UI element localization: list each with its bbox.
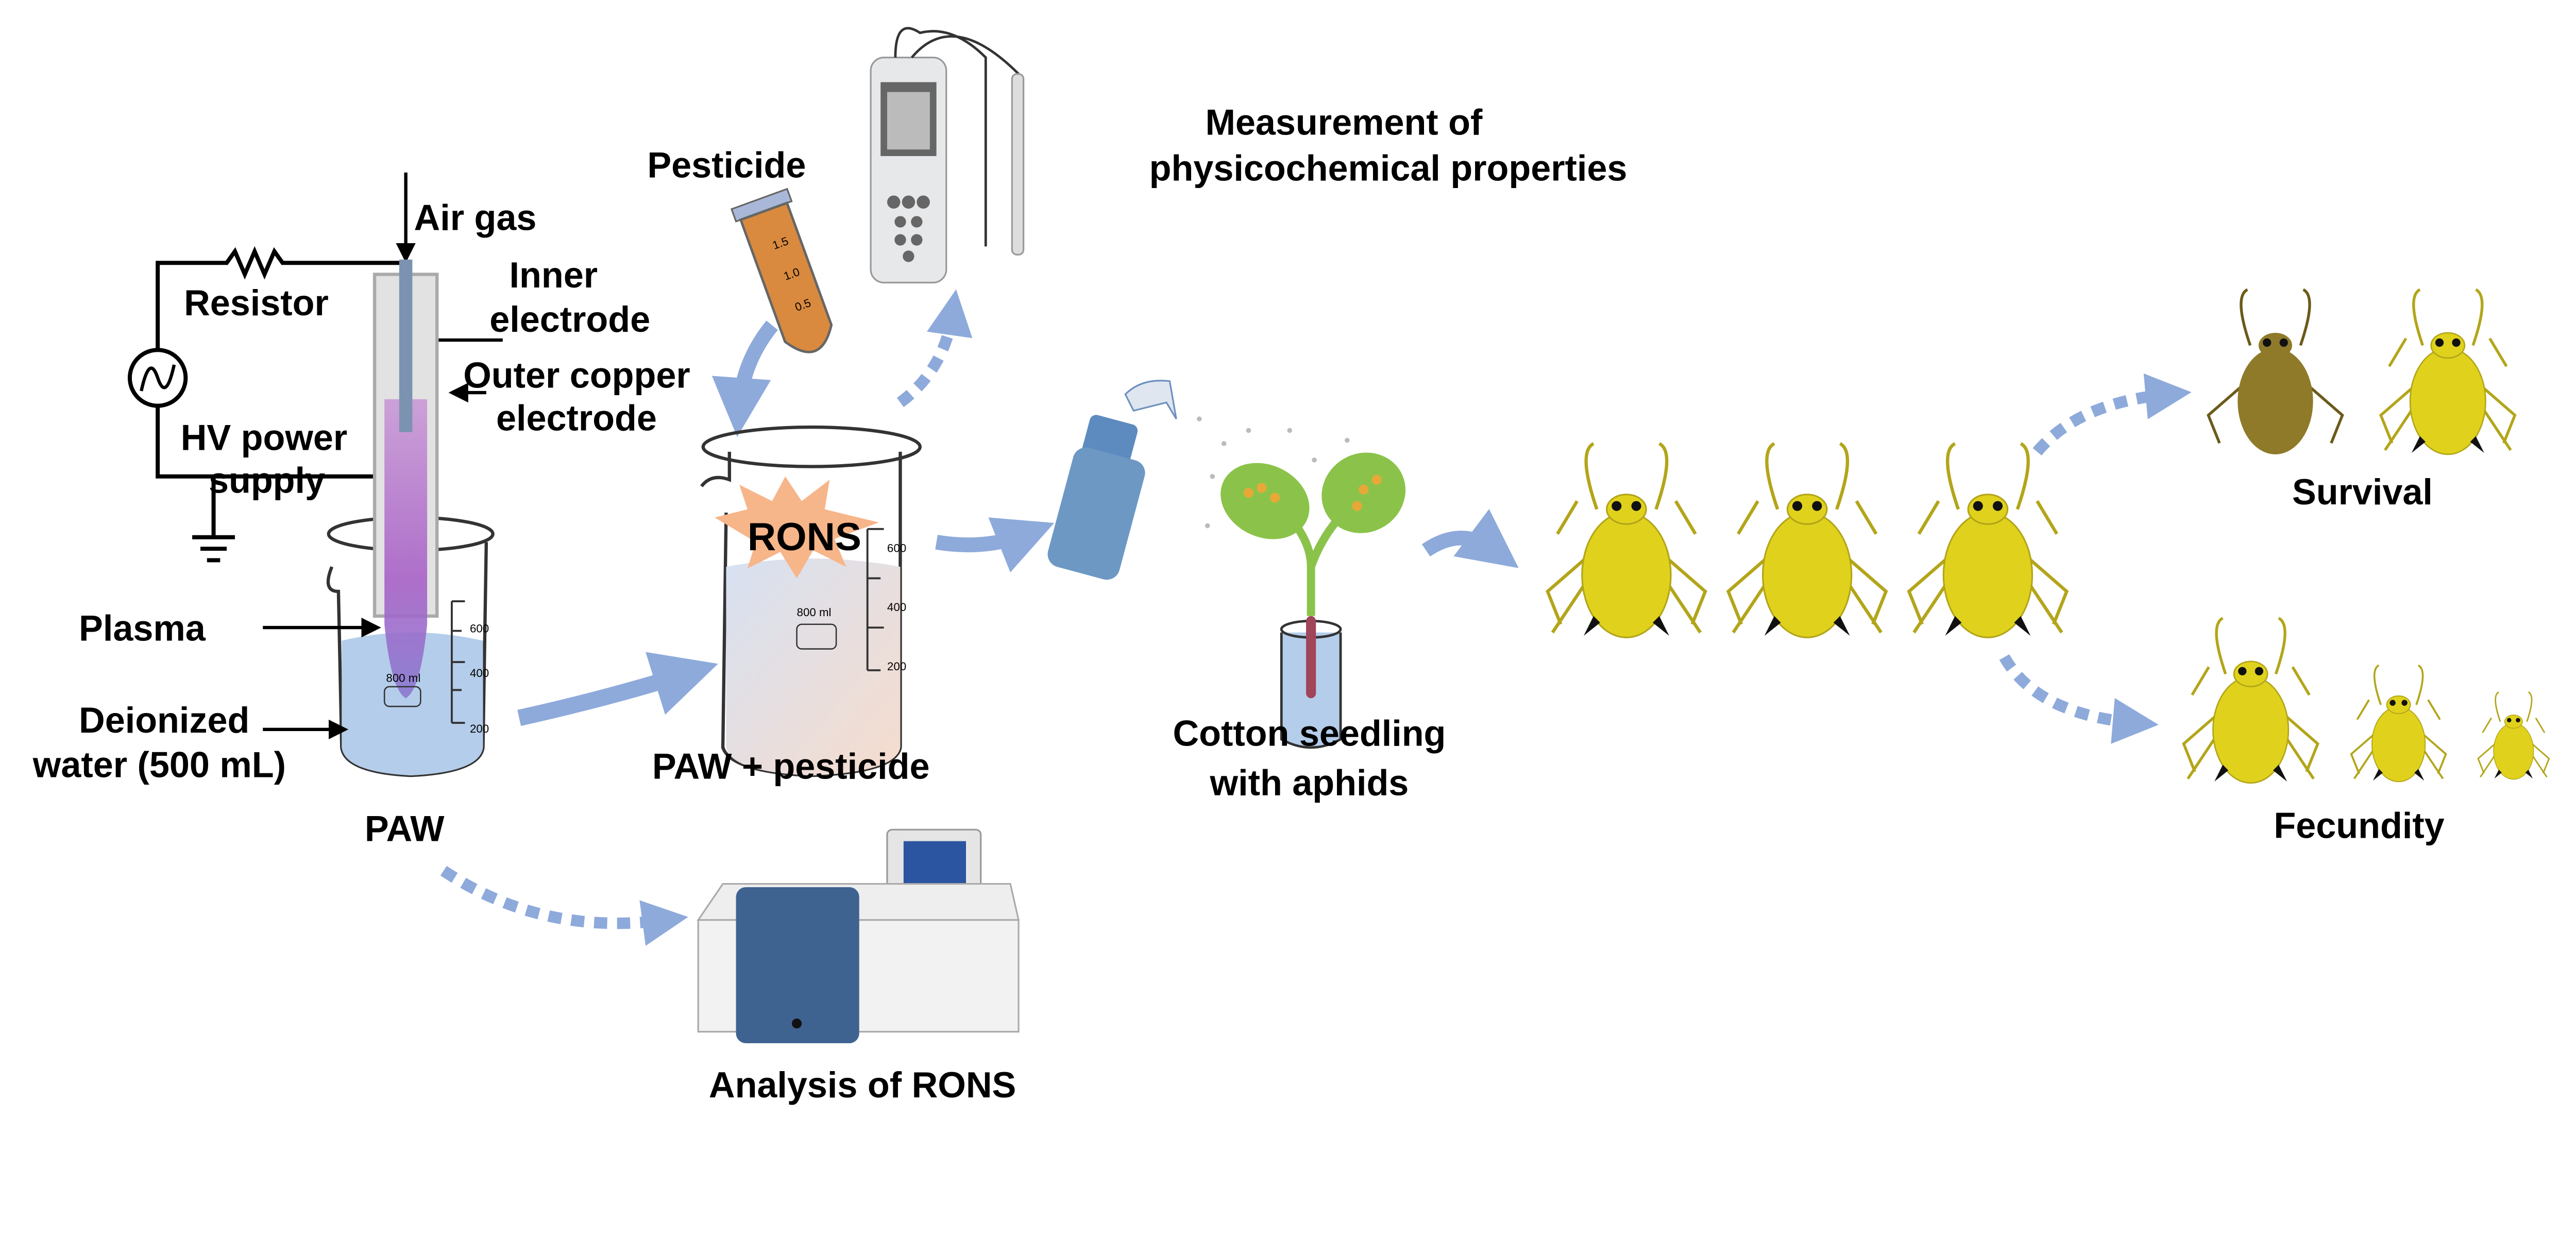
inner-electrode-label: electrode xyxy=(489,299,650,340)
spectrophotometer xyxy=(697,828,1020,1043)
paw-beaker: 600 400 200 xyxy=(326,516,495,777)
beaker-mark: 200 xyxy=(470,722,489,735)
pesticide-label: Pesticide xyxy=(647,144,806,185)
flow-arrows xyxy=(440,289,2192,946)
paw-pesticide-label: PAW + pesticide xyxy=(652,745,930,786)
hv-supply-label: HV power xyxy=(181,417,347,458)
seedling-label: Cotton seedling xyxy=(1173,713,1446,754)
dead-aphid xyxy=(2207,288,2344,454)
measurement-label: Measurement of xyxy=(1205,101,1483,142)
plasma-jet-tube xyxy=(372,259,439,699)
beaker-volume: 800 ml xyxy=(797,606,832,619)
aphid xyxy=(1909,444,2066,637)
water-label: water (500 mL) xyxy=(32,744,286,785)
ph-meter xyxy=(870,27,1025,284)
aphid-offspring xyxy=(2477,691,2550,781)
inner-electrode-label: Inner xyxy=(510,255,598,295)
ac-source-icon xyxy=(127,348,188,408)
diagram: Air gas Resistor Inner electrode Outer c… xyxy=(32,27,2550,1105)
circuit xyxy=(156,246,403,563)
aphid-offspring xyxy=(2350,664,2447,783)
beaker-mark: 600 xyxy=(887,541,906,554)
aphid xyxy=(2184,618,2318,783)
paw-label: PAW xyxy=(365,808,445,849)
beaker-mark: 200 xyxy=(887,660,906,673)
paw-pesticide-beaker: 600 400 200 800 ml xyxy=(700,425,922,777)
spray-bottle xyxy=(1047,380,1177,580)
measurement-label: physicochemical properties xyxy=(1149,148,1628,189)
beaker-volume-box xyxy=(383,686,421,707)
plasma-label: Plasma xyxy=(79,608,206,649)
resistor-label: Resistor xyxy=(184,282,329,323)
beaker-volume: 800 ml xyxy=(386,671,420,684)
aphid xyxy=(1548,444,1705,637)
water-label: Deionized xyxy=(79,700,249,740)
survival-label: Survival xyxy=(2292,471,2433,512)
outer-electrode-label: electrode xyxy=(496,397,657,438)
rons-burst-icon xyxy=(715,476,879,579)
air-gas-label: Air gas xyxy=(414,197,537,238)
outer-electrode-label: Outer copper xyxy=(463,355,690,396)
beaker-mark: 400 xyxy=(887,601,906,614)
beaker-mark: 400 xyxy=(470,667,489,680)
analysis-label: Analysis of RONS xyxy=(709,1064,1016,1105)
rons-label: RONS xyxy=(748,515,861,559)
beaker-mark: 600 xyxy=(470,622,489,635)
seedling-label: with aphids xyxy=(1210,762,1409,803)
fecundity-label: Fecundity xyxy=(2274,805,2444,845)
pesticide-tube: 1.5 1.0 0.5 xyxy=(730,188,833,353)
cotton-seedling xyxy=(1221,452,1406,749)
aphid xyxy=(1728,444,1886,637)
aphid xyxy=(2381,290,2515,454)
hv-supply-label: supply xyxy=(209,460,325,501)
